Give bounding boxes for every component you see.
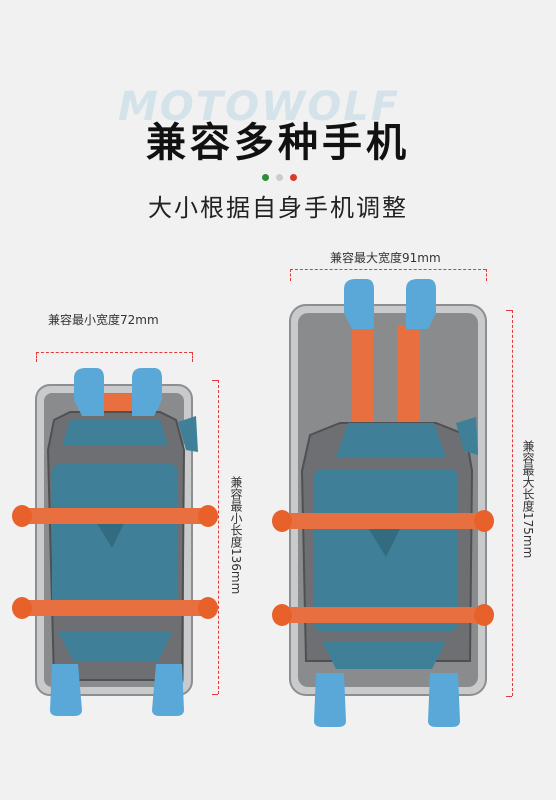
small-top-clamp-left	[74, 368, 104, 416]
dot-white	[276, 174, 283, 181]
large-strap-lower	[284, 607, 490, 623]
large-width-tick-left	[290, 269, 291, 281]
small-phone-holder-illustration	[12, 368, 218, 716]
large-width-tick-right	[486, 269, 487, 281]
small-knob-right-upper	[198, 505, 218, 527]
large-phone-holder-illustration	[272, 279, 494, 727]
small-length-label: 兼容最小长度136mm	[229, 476, 243, 595]
color-dots	[262, 174, 297, 181]
brand-watermark: MOTOWOLF	[118, 84, 401, 130]
large-top-clamp-right	[406, 279, 436, 329]
large-bottom-clamp-right	[428, 673, 460, 727]
small-length-tick-bottom	[212, 694, 218, 695]
large-knob-right-upper	[474, 510, 494, 532]
dot-green	[262, 174, 269, 181]
large-knob-left-lower	[272, 604, 292, 626]
large-top-clamp-left	[344, 279, 374, 329]
small-knob-left-upper	[12, 505, 32, 527]
large-knob-right-lower	[474, 604, 494, 626]
large-logo-mark	[364, 521, 404, 557]
large-width-line	[290, 269, 486, 270]
small-knob-right-lower	[198, 597, 218, 619]
large-length-tick-bottom	[506, 696, 512, 697]
large-strap-vertical-right	[398, 325, 420, 435]
small-knob-left-lower	[12, 597, 32, 619]
small-strap-upper	[28, 508, 204, 524]
small-strap-lower	[28, 600, 204, 616]
small-width-label: 兼容最小宽度72mm	[48, 313, 159, 327]
large-length-label: 兼容最大长度175mm	[521, 440, 535, 559]
small-bottom-clamp-left	[50, 664, 82, 716]
large-strap-upper	[284, 513, 490, 529]
large-bottom-clamp-left	[314, 673, 346, 727]
small-top-clamp-right	[132, 368, 162, 416]
large-length-tick-top	[506, 310, 512, 311]
small-bottom-clamp-right	[152, 664, 184, 716]
small-length-line	[218, 380, 219, 694]
large-strap-vertical-left	[352, 325, 374, 435]
large-width-label: 兼容最大宽度91mm	[330, 251, 441, 265]
small-length-tick-top	[212, 380, 218, 381]
large-side-mount	[456, 417, 478, 455]
small-side-mount	[178, 416, 198, 452]
large-top-pad	[336, 423, 446, 457]
large-bottom-pad	[322, 641, 446, 669]
dot-red	[290, 174, 297, 181]
page-subtitle: 大小根据自身手机调整	[148, 194, 408, 222]
small-width-line	[36, 352, 192, 353]
small-top-strap	[96, 394, 136, 416]
small-width-tick-left	[36, 352, 37, 362]
small-width-tick-right	[192, 352, 193, 362]
small-top-pad	[62, 420, 168, 446]
large-knob-left-upper	[272, 510, 292, 532]
page-title: 兼容多种手机	[146, 120, 410, 166]
small-bottom-pad	[58, 632, 172, 662]
large-length-line	[512, 310, 513, 696]
